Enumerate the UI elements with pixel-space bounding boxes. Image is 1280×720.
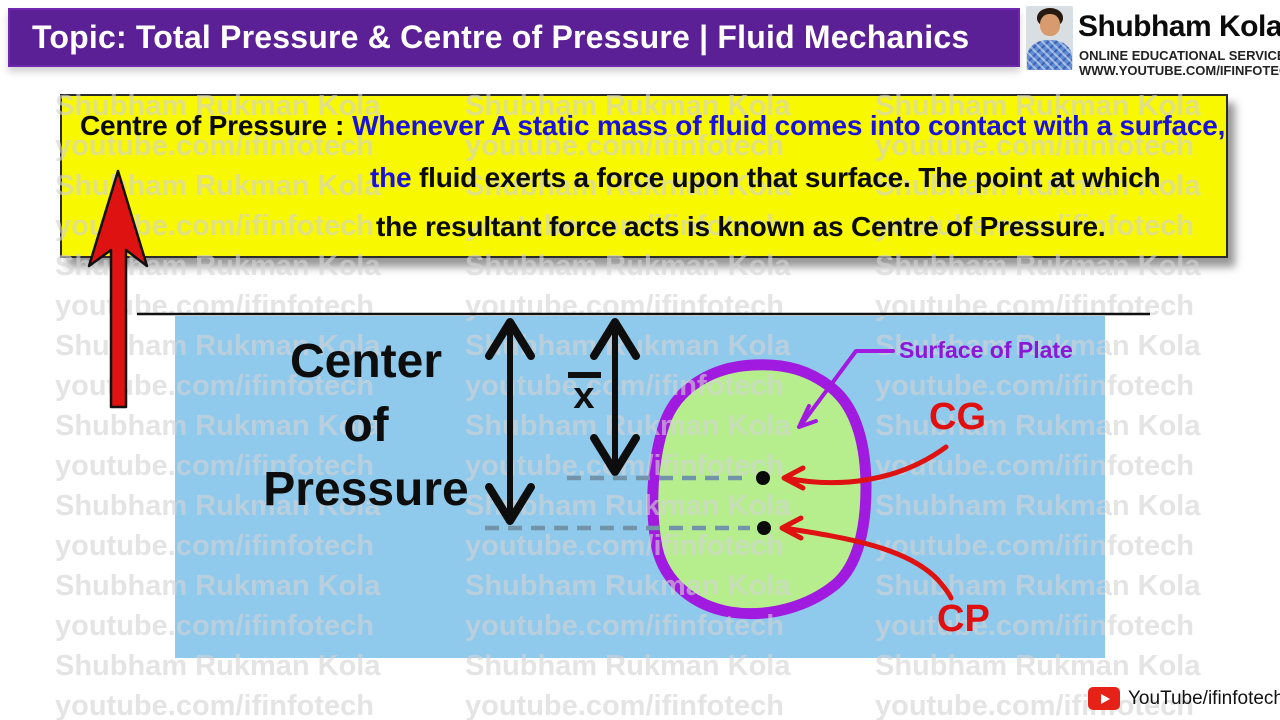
surface-of-plate-label: Surface of Plate bbox=[899, 337, 1073, 363]
channel-avatar-photo bbox=[1026, 6, 1073, 70]
diagram-heading-line3: Pressure bbox=[263, 463, 469, 516]
banner-title: Topic: Total Pressure & Centre of Pressu… bbox=[32, 19, 970, 55]
watermark-text: Shubham Rukman Kola bbox=[875, 410, 1201, 442]
diagram-heading-line1: Center bbox=[289, 335, 443, 388]
watermark-text: Shubham Rukman Kola bbox=[875, 490, 1201, 522]
cg-point bbox=[756, 471, 770, 485]
youtube-badge: YouTube/ifinfotech bbox=[1088, 687, 1280, 710]
watermark-text: Shubham Rukman Kola bbox=[55, 570, 381, 602]
definition-line1-text: Whenever A static mass of fluid comes in… bbox=[352, 110, 1226, 141]
definition-line-2: the fluid exerts a force upon that surfa… bbox=[370, 162, 1161, 194]
channel-brand: Shubham Kola ONLINE EDUCATIONAL SERVICES… bbox=[1024, 4, 1280, 78]
cg-pointer-curve bbox=[781, 444, 949, 491]
watermark-text: Shubham Rukman Kola bbox=[55, 650, 381, 682]
definition-line2-text: fluid exerts a force upon that surface. … bbox=[411, 162, 1161, 193]
watermark-text: Shubham Rukman Kola bbox=[875, 650, 1201, 682]
definition-line-1: Centre of Pressure:Whenever A static mas… bbox=[80, 110, 1225, 142]
watermark-text: youtube.com/ifinfotech bbox=[55, 530, 374, 562]
cp-pointer-curve bbox=[779, 515, 954, 601]
watermark-text: youtube.com/ifinfotech bbox=[55, 290, 374, 322]
watermark-text: youtube.com/ifinfotech bbox=[55, 610, 374, 642]
watermark-text: youtube.com/ifinfotech bbox=[55, 690, 374, 720]
definition-line-3: the resultant force acts is known as Cen… bbox=[376, 211, 1106, 242]
watermark-text: Shubham Rukman Kola bbox=[465, 650, 791, 682]
watermark-text: youtube.com/ifinfotech bbox=[465, 530, 784, 562]
watermark-text: Shubham Rukman Kola bbox=[465, 570, 791, 602]
cp-point bbox=[757, 521, 771, 535]
play-triangle-icon bbox=[1100, 693, 1110, 704]
plate-shape bbox=[647, 359, 872, 620]
watermark-text: youtube.com/ifinfotech bbox=[465, 690, 784, 720]
watermark-text: Shubham Rukman Kola bbox=[875, 570, 1201, 602]
definition-line2-lead: the bbox=[370, 162, 412, 193]
definition-colon: : bbox=[334, 110, 345, 141]
diagram-heading-line2: of bbox=[343, 399, 389, 452]
avatar-face bbox=[1040, 14, 1060, 36]
cg-label: CG bbox=[929, 396, 986, 438]
channel-name: Shubham Kola bbox=[1078, 10, 1280, 43]
definition-box bbox=[60, 94, 1228, 258]
definition-term: Centre of Pressure bbox=[80, 110, 327, 141]
watermark-text: youtube.com/ifinfotech bbox=[875, 370, 1194, 402]
surface-leader-arrow bbox=[797, 349, 895, 429]
avatar-shirt bbox=[1027, 40, 1072, 70]
watermark-text: youtube.com/ifinfotech bbox=[875, 530, 1194, 562]
channel-website: WWW.YOUTUBE.COM/IFINFOTECH bbox=[1079, 63, 1280, 78]
channel-handle: YouTube/ifinfotech bbox=[1128, 687, 1280, 709]
xbar-symbol: x bbox=[573, 375, 595, 417]
channel-tagline: ONLINE EDUCATIONAL SERVICES bbox=[1079, 48, 1280, 63]
cp-label: CP bbox=[937, 598, 990, 640]
watermark-text: youtube.com/ifinfotech bbox=[875, 450, 1194, 482]
watermark-text: youtube.com/ifinfotech bbox=[465, 610, 784, 642]
watermark-text: youtube.com/ifinfotech bbox=[465, 290, 784, 322]
definition-text: Centre of Pressure:Whenever A static mas… bbox=[60, 94, 1228, 258]
youtube-play-icon bbox=[1088, 687, 1120, 710]
watermark-text: youtube.com/ifinfotech bbox=[875, 610, 1194, 642]
watermark-text: youtube.com/ifinfotech bbox=[875, 290, 1194, 322]
xbar-label: x bbox=[564, 372, 604, 417]
title-banner: Topic: Total Pressure & Centre of Pressu… bbox=[8, 8, 1020, 67]
diagram-heading: Center of Pressure bbox=[205, 330, 527, 522]
